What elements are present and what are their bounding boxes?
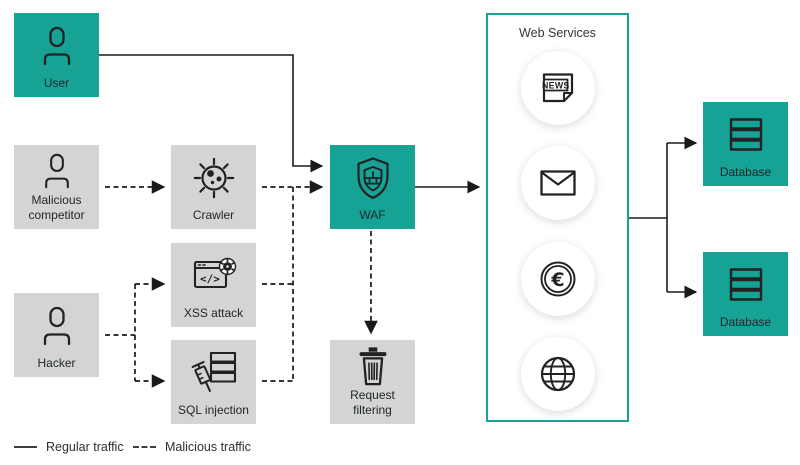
node-user: User — [14, 13, 99, 97]
service-circle-news: NEWS — [520, 51, 595, 125]
service-circle-payment: € — [520, 242, 595, 316]
edge-user-to-waf — [99, 54, 324, 173]
node-label: User — [43, 75, 70, 90]
node-database-top: Database — [703, 102, 788, 186]
node-waf: WAF — [330, 145, 415, 229]
service-circle-web — [520, 337, 595, 411]
node-database-bottom: Database — [703, 252, 788, 336]
node-label: Database — [719, 164, 772, 179]
node-label: Malicious competitor — [28, 193, 85, 222]
service-circle-mail — [520, 146, 595, 220]
node-label: Hacker — [37, 355, 76, 370]
dashed-line-sample — [133, 446, 156, 448]
node-xss-attack: </> XSS attack — [171, 243, 256, 327]
database-icon — [725, 102, 767, 165]
node-request-filtering: Request filtering — [330, 340, 415, 424]
database-icon — [725, 252, 767, 315]
node-hacker: Hacker — [14, 293, 99, 377]
bug-icon — [191, 145, 237, 208]
syringe-database-icon — [191, 340, 237, 403]
node-malicious-competitor: Malicious competitor — [14, 145, 99, 229]
code-glyph: </> — [200, 273, 220, 286]
user-person-icon — [37, 13, 77, 76]
node-label: SQL injection — [178, 402, 249, 417]
node-label: Crawler — [192, 207, 235, 222]
node-label: XSS attack — [183, 305, 244, 320]
euro-glyph: € — [550, 269, 564, 291]
solid-line-sample — [14, 446, 37, 448]
competitor-person-icon — [39, 145, 75, 193]
web-services-title: Web Services — [519, 26, 596, 40]
news-icon: NEWS — [539, 70, 577, 106]
node-label: WAF — [359, 207, 386, 222]
browser-exploit-icon: </> — [191, 243, 237, 306]
node-crawler: Crawler — [171, 145, 256, 229]
web-services-panel: Web Services NEWS — [486, 13, 629, 422]
legend-regular: Regular traffic — [14, 440, 124, 454]
euro-coin-icon: € — [537, 258, 579, 300]
legend-malicious: Malicious traffic — [133, 440, 251, 454]
news-glyph: NEWS — [542, 80, 570, 90]
shield-icon — [350, 145, 396, 208]
legend-regular-label: Regular traffic — [46, 440, 124, 454]
globe-icon — [537, 353, 579, 395]
hacker-person-icon — [37, 293, 77, 356]
node-label: Database — [719, 314, 772, 329]
node-sql-injection: SQL injection — [171, 340, 256, 424]
legend-malicious-label: Malicious traffic — [165, 440, 251, 454]
mail-icon — [538, 168, 578, 198]
node-label: Request filtering — [350, 388, 395, 417]
trash-icon — [353, 340, 393, 388]
